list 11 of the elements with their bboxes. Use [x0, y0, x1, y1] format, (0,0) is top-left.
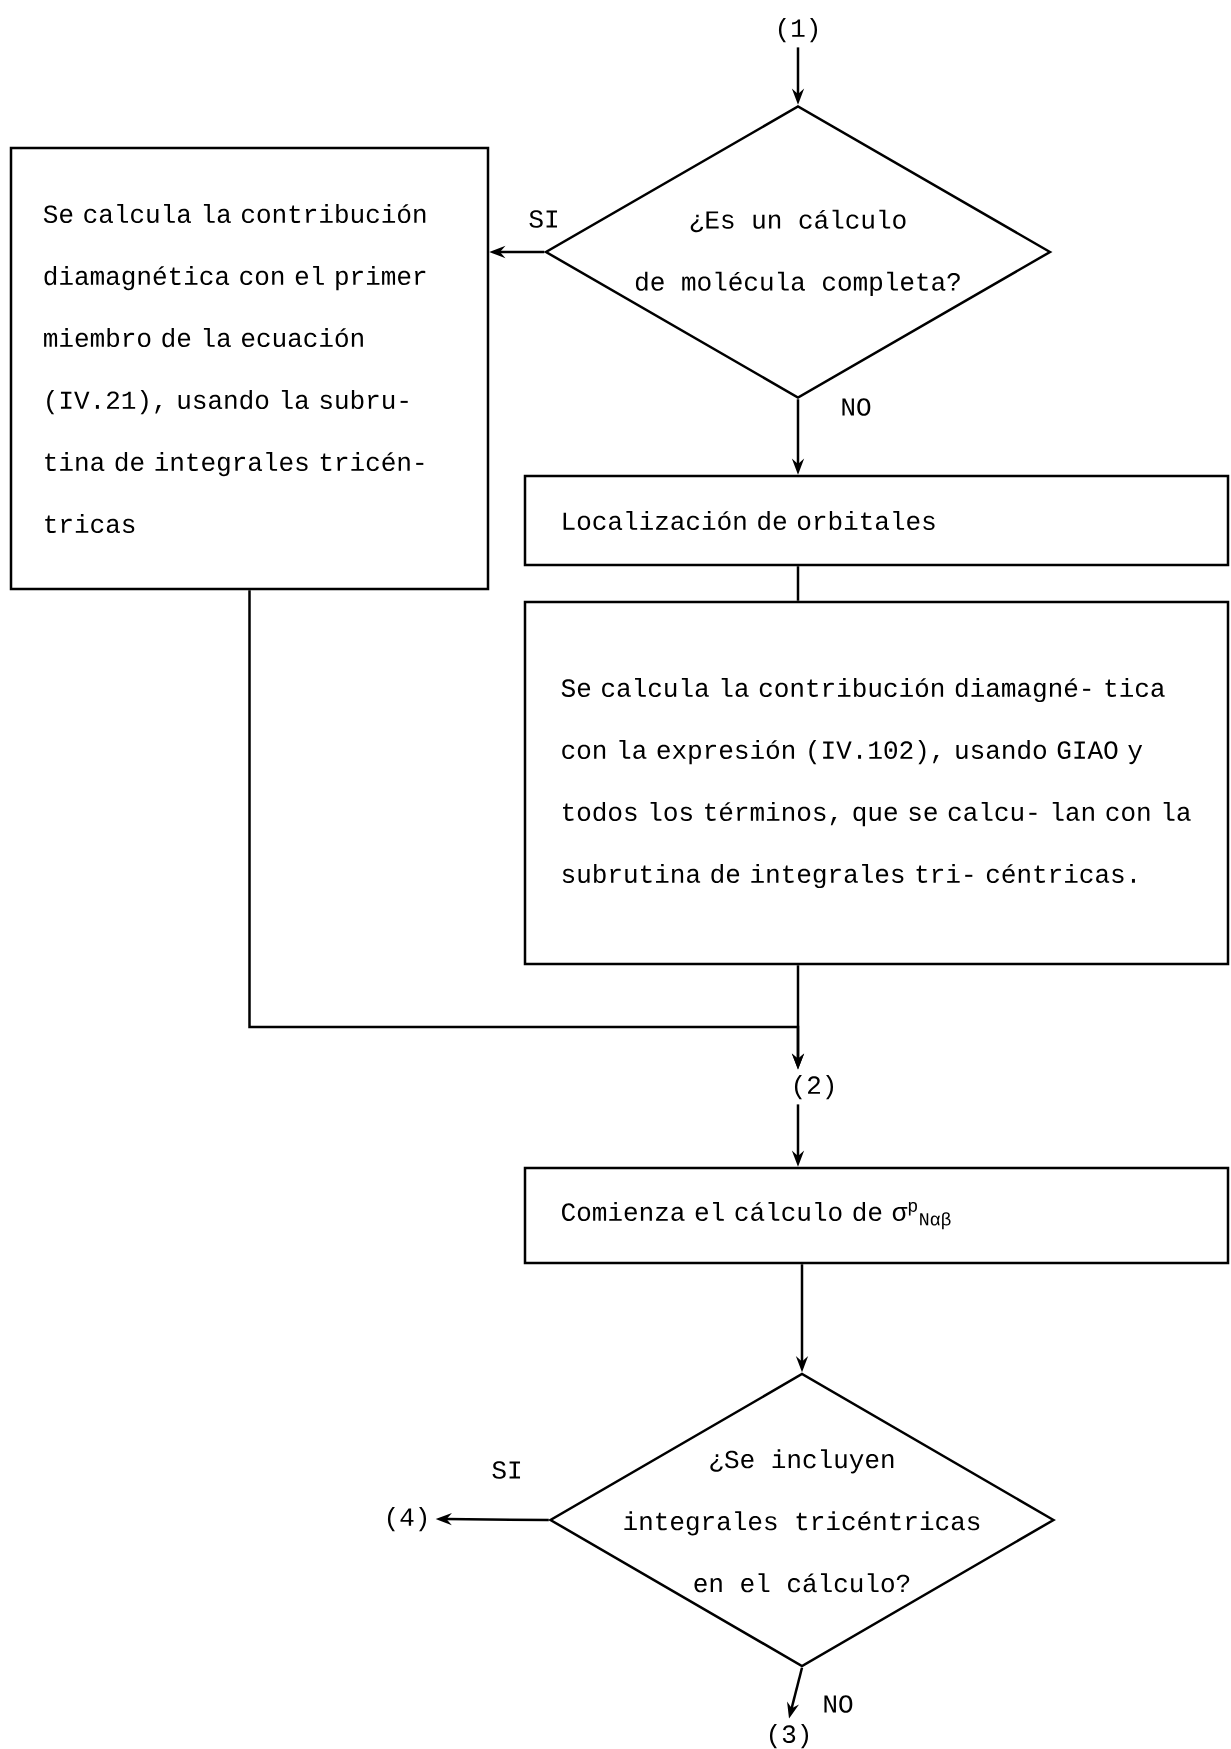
- connector-label: (1): [778, 17, 818, 43]
- process-box: Se calcula la contribución diamagné- tica con la expresión (IV.102), usando GIAO y todos los términos, que se calcu- lan con la subrutina de integrales tri- céntricas.: [523, 600, 1230, 966]
- edge-label: SI: [489, 1459, 525, 1481]
- connector-label: (2): [794, 1074, 834, 1100]
- connector-label: (3): [769, 1723, 809, 1749]
- edge-label: NO: [838, 396, 874, 418]
- process-box: Localización de orbitales: [523, 474, 1230, 567]
- process-box: Se calcula la contribución diamagnética con el primer miembro de la ecuación (IV.21), usando la subru- tina de integrales tricén- tricas: [9, 146, 490, 591]
- process-box: Comienza el cálculo de σ$^{p}$Nαβ: [523, 1166, 1230, 1265]
- connector-label: (4): [387, 1506, 427, 1532]
- edge-label: NO: [820, 1693, 856, 1715]
